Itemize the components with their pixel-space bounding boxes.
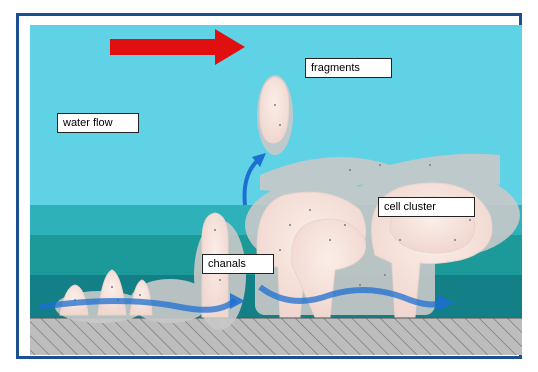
substrate [30, 318, 522, 355]
label-fragments: fragments [305, 58, 392, 78]
biofilm-diagram [30, 25, 522, 355]
label-water-flow: water flow [57, 113, 139, 133]
label-cell-cluster: cell cluster [378, 197, 475, 217]
detached-fragment [260, 77, 289, 143]
label-chanals: chanals [202, 254, 274, 274]
